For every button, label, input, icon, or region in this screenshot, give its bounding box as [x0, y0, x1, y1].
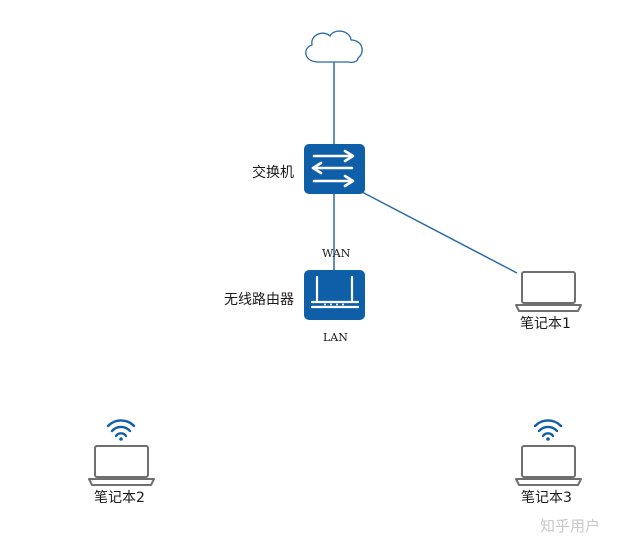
cloud-icon — [305, 30, 363, 64]
wifi-icon — [533, 419, 563, 441]
laptop3-label: 笔记本3 — [521, 490, 572, 506]
watermark: 知乎用户 — [540, 517, 601, 535]
router-label: 无线路由器 — [224, 292, 294, 308]
wan-port-label: WAN — [322, 247, 351, 260]
lan-port-label: LAN — [323, 331, 348, 344]
link-switch-laptop1 — [361, 191, 518, 274]
laptop1-icon[interactable] — [515, 271, 582, 312]
laptop1-label: 笔记本1 — [520, 316, 571, 332]
laptop2-label: 笔记本2 — [94, 490, 145, 506]
wireless-router-icon[interactable] — [304, 270, 365, 320]
laptop3-icon[interactable] — [515, 445, 582, 486]
switch-label: 交换机 — [252, 165, 294, 181]
switch-icon[interactable] — [304, 144, 365, 194]
wifi-icon — [106, 419, 136, 441]
laptop2-icon[interactable] — [88, 445, 155, 486]
